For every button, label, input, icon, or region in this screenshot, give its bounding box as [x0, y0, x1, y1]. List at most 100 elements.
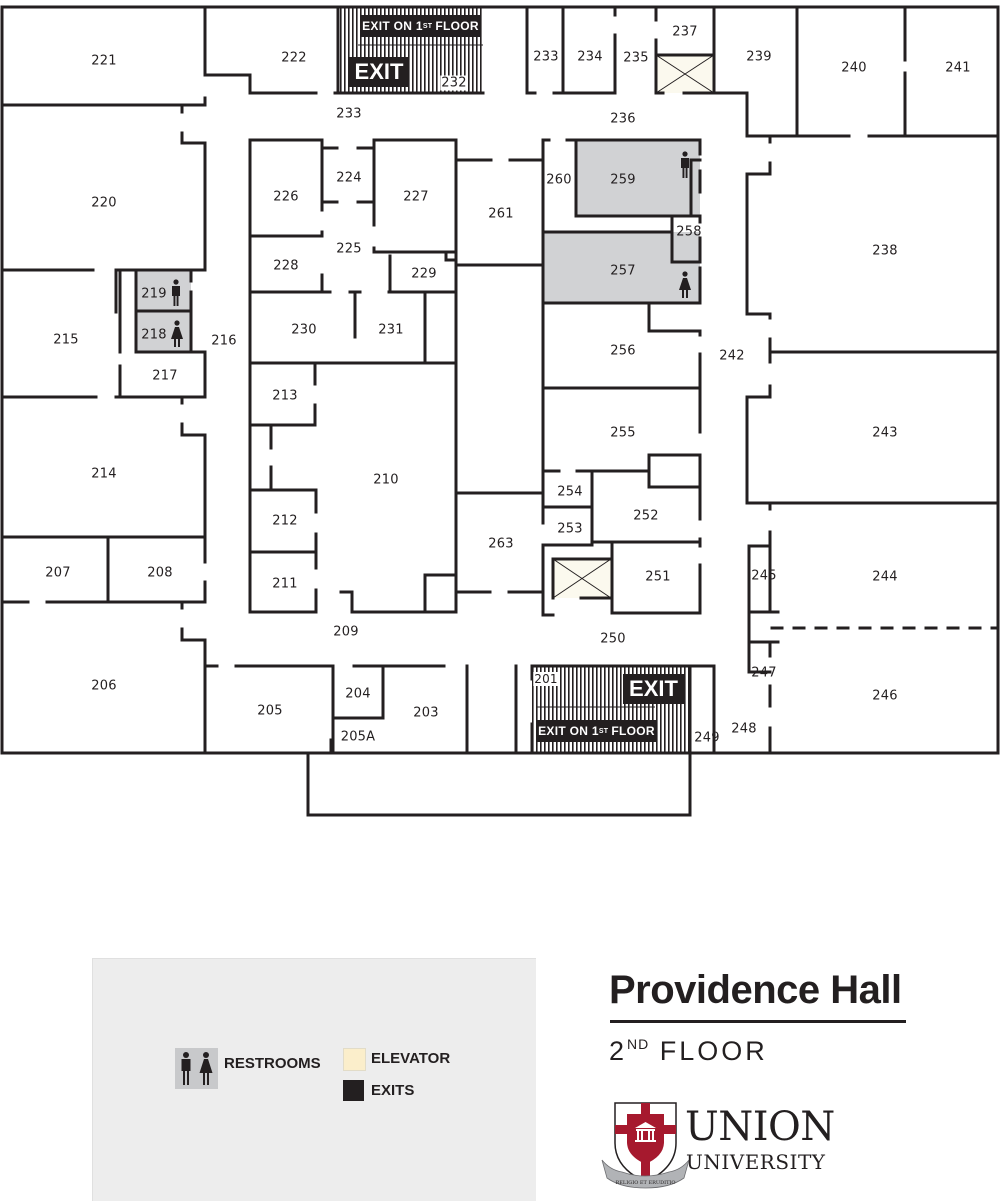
- room-label-233[interactable]: 233: [336, 106, 362, 122]
- room-label-225[interactable]: 225: [336, 241, 362, 257]
- room-label-236[interactable]: 236: [610, 111, 636, 127]
- floor-label: 2ND FLOOR: [609, 1036, 768, 1067]
- room-label-224[interactable]: 224: [336, 170, 362, 186]
- exit-label: EXIT: [354, 59, 404, 84]
- room-label-204[interactable]: 204: [345, 686, 371, 702]
- room-label-240[interactable]: 240: [841, 60, 867, 76]
- room-label-201[interactable]: 201: [533, 672, 559, 686]
- room-label-263[interactable]: 263: [488, 536, 514, 552]
- room-label-259[interactable]: 259: [610, 172, 636, 188]
- room-label-242[interactable]: 242: [719, 348, 745, 364]
- exit-note-text: EXIT ON 1: [362, 19, 423, 33]
- walls: [0, 5, 1000, 817]
- room-label-206[interactable]: 206: [91, 678, 117, 694]
- room-label-218[interactable]: 218: [141, 327, 167, 343]
- room-label-229[interactable]: 229: [411, 266, 437, 282]
- room-label-247[interactable]: 247: [751, 665, 777, 681]
- room-label-213[interactable]: 213: [272, 388, 298, 404]
- room-label-226[interactable]: 226: [273, 189, 299, 205]
- exit-note-superscript: ST: [598, 727, 609, 735]
- room-label-212[interactable]: 212: [272, 513, 298, 529]
- room-label-257[interactable]: 257: [610, 263, 636, 279]
- north-exit-sign[interactable]: EXIT: [349, 57, 409, 87]
- map-legend: RESTROOMS ELEVATOR EXITS: [92, 958, 536, 1201]
- union-university-crest-icon: RELIGIO ET ERUDITIO: [601, 1102, 690, 1189]
- room-label-246[interactable]: 246: [872, 688, 898, 704]
- room-label-207[interactable]: 207: [45, 565, 71, 581]
- room-label-235[interactable]: 235: [623, 50, 649, 66]
- exits-legend-swatch: [343, 1080, 364, 1101]
- room-label-239[interactable]: 239: [746, 49, 772, 65]
- elevator-fills: [552, 54, 715, 599]
- room-label-237[interactable]: 237: [672, 24, 698, 40]
- south-exit-sign[interactable]: EXIT: [623, 674, 684, 704]
- room-label-249[interactable]: 249: [694, 730, 720, 746]
- room-label-260[interactable]: 260: [546, 172, 572, 188]
- restroom-fills: [136, 140, 700, 352]
- room-label-244[interactable]: 244: [872, 569, 898, 585]
- room-label-209[interactable]: 209: [333, 624, 359, 640]
- room-label-219[interactable]: 219: [141, 286, 167, 302]
- room-label-208[interactable]: 208: [147, 565, 173, 581]
- room-label-217[interactable]: 217: [152, 368, 178, 384]
- room-label-215[interactable]: 215: [53, 332, 79, 348]
- university-subtitle: UNIVERSITY: [686, 1150, 826, 1174]
- floor-word: FLOOR: [659, 1036, 768, 1066]
- title-divider: [610, 1020, 906, 1023]
- room-label-214[interactable]: 214: [91, 466, 117, 482]
- room-label-248[interactable]: 248: [731, 721, 757, 737]
- room-label-210[interactable]: 210: [373, 472, 399, 488]
- exits-legend-label: EXITS: [371, 1082, 415, 1099]
- room-label-233[interactable]: 233: [533, 49, 559, 65]
- room-label-258[interactable]: 258: [676, 224, 702, 240]
- male-restroom-icon: [172, 279, 180, 306]
- university-name: UNION: [685, 1104, 835, 1150]
- room-label-216[interactable]: 216: [211, 333, 237, 349]
- floor-plan: [0, 5, 1000, 817]
- room-label-261[interactable]: 261: [488, 206, 514, 222]
- room-label-241[interactable]: 241: [945, 60, 971, 76]
- room-label-243[interactable]: 243: [872, 425, 898, 441]
- room-label-234[interactable]: 234: [577, 49, 603, 65]
- room-label-211[interactable]: 211: [272, 576, 298, 592]
- room-label-250[interactable]: 250: [600, 631, 626, 647]
- restrooms-legend-icon: [175, 1048, 218, 1089]
- female-restroom-icon: [679, 271, 691, 298]
- room-label-256[interactable]: 256: [610, 343, 636, 359]
- female-restroom-icon: [171, 320, 183, 347]
- restrooms-legend-label: RESTROOMS: [224, 1055, 321, 1072]
- exit-note-tail: FLOOR: [611, 724, 655, 738]
- room-label-205[interactable]: 205: [257, 703, 283, 719]
- room-label-253[interactable]: 253: [557, 521, 583, 537]
- room-label-252[interactable]: 252: [633, 508, 659, 524]
- room-label-255[interactable]: 255: [610, 425, 636, 441]
- room-label-203[interactable]: 203: [413, 705, 439, 721]
- male-restroom-icon: [681, 151, 689, 178]
- elevator-legend-swatch: [343, 1048, 366, 1071]
- room-label-238[interactable]: 238: [872, 243, 898, 259]
- room-label-230[interactable]: 230: [291, 322, 317, 338]
- stairwell-hatching: [338, 8, 690, 753]
- floor-number: 2: [609, 1036, 628, 1066]
- room-label-254[interactable]: 254: [557, 484, 583, 500]
- exit-note-text: EXIT ON 1: [538, 724, 599, 738]
- floor-suffix: ND: [627, 1036, 650, 1052]
- building-title: Providence Hall: [609, 968, 902, 1012]
- room-label-222[interactable]: 222: [281, 50, 307, 66]
- room-label-231[interactable]: 231: [378, 322, 404, 338]
- room-label-232[interactable]: 232: [440, 75, 468, 91]
- exit-note-superscript: ST: [422, 22, 433, 30]
- exit-note-tail: FLOOR: [435, 19, 479, 33]
- elevator-legend-label: ELEVATOR: [371, 1050, 451, 1067]
- room-label-221[interactable]: 221: [91, 53, 117, 69]
- room-label-251[interactable]: 251: [645, 569, 671, 585]
- room-label-220[interactable]: 220: [91, 195, 117, 211]
- exit-label: EXIT: [629, 676, 678, 701]
- room-label-228[interactable]: 228: [273, 258, 299, 274]
- room-label-205A[interactable]: 205A: [340, 729, 376, 745]
- room-label-245[interactable]: 245: [751, 568, 777, 584]
- crest-motto: RELIGIO ET ERUDITIO: [616, 1180, 676, 1186]
- room-label-227[interactable]: 227: [403, 189, 429, 205]
